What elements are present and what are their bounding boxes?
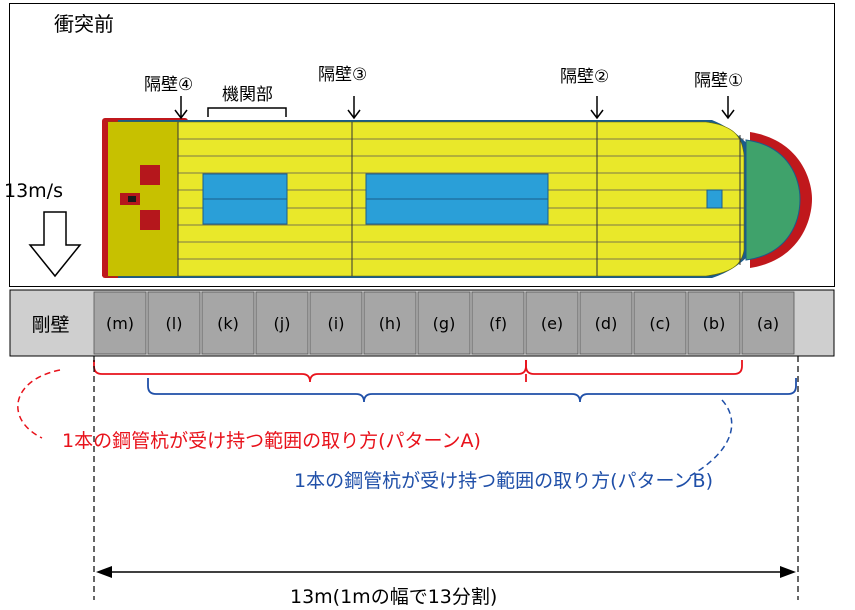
segment-cell-bg — [255, 291, 309, 355]
segment-cell: (f) — [488, 313, 508, 333]
segment-cell: (k) — [217, 313, 239, 333]
segment-cell: (i) — [327, 313, 345, 333]
segment-cell-bg — [687, 291, 741, 355]
tank-bow — [706, 189, 723, 209]
segment-cell: (c) — [649, 313, 671, 333]
segment-cells-bg — [93, 291, 795, 355]
segment-cell-bg — [741, 291, 795, 355]
stern-block — [106, 122, 178, 276]
segment-cell-bg — [147, 291, 201, 355]
segment-cell: (a) — [756, 313, 780, 333]
segment-cell: (e) — [540, 313, 564, 333]
stern-red-edge — [102, 122, 108, 276]
segment-cell-bg — [309, 291, 363, 355]
dimension-label: 13m(1mの幅で13分割) — [290, 586, 498, 608]
segment-cell: (m) — [105, 313, 135, 333]
bulkhead-1-label: 隔壁① — [694, 71, 744, 91]
stern-red-box-1 — [140, 165, 160, 185]
segment-cell: (l) — [165, 313, 183, 333]
impact-speed: 13m/s — [4, 180, 63, 202]
pattern-a-callout — [17, 369, 61, 439]
rigid-wall-label: 剛壁 — [31, 313, 70, 336]
engine-room-label: 機関部 — [222, 85, 273, 105]
diagram-title: 衝突前 — [54, 12, 114, 36]
bulkhead-4-label: 隔壁④ — [144, 75, 194, 95]
segment-cell-bg — [471, 291, 525, 355]
segment-cell-bg — [93, 291, 147, 355]
segment-cell: (j) — [273, 313, 291, 333]
segment-cell: (d) — [594, 313, 618, 333]
segment-cell: (g) — [432, 313, 456, 333]
stern-red-box-2 — [140, 210, 160, 230]
segment-cell-bg — [201, 291, 255, 355]
stern-red-box-4 — [128, 196, 136, 202]
bulkhead-lines — [177, 122, 741, 276]
bow-green — [745, 139, 801, 261]
pattern-b-braces — [147, 378, 797, 403]
bulkhead-2-label: 隔壁② — [560, 67, 610, 87]
speed-arrow — [28, 211, 82, 278]
segment-cell-bg — [579, 291, 633, 355]
bulkhead-arrows — [174, 96, 735, 120]
segment-cell-bg — [417, 291, 471, 355]
segment-cell-bg — [363, 291, 417, 355]
pattern-a-braces — [93, 360, 743, 383]
pattern-b-callout — [689, 399, 733, 477]
segment-cell: (h) — [378, 313, 402, 333]
dimension-arrow — [96, 566, 796, 578]
segment-cell-bg — [633, 291, 687, 355]
segment-cell: (b) — [702, 313, 726, 333]
bulkhead-3-label: 隔壁③ — [318, 65, 368, 85]
engine-room-brace — [207, 107, 287, 117]
segment-cell-bg — [525, 291, 579, 355]
pattern-b-label: 1本の鋼管杭が受け持つ範囲の取り方(パターンB) — [294, 470, 713, 492]
pattern-a-label: 1本の鋼管杭が受け持つ範囲の取り方(パターンA) — [62, 430, 481, 452]
